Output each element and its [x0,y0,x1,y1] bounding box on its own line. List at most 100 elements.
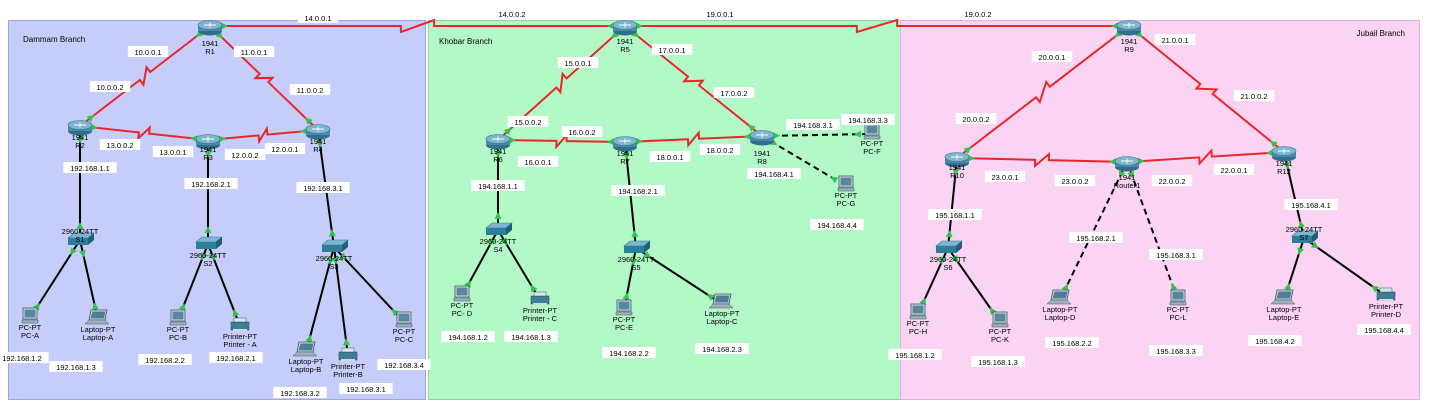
svg-text:194.168.2.3: 194.168.2.3 [702,345,742,354]
port-up-indicator [530,284,538,293]
port-up-indicator [1283,161,1290,170]
router-icon[interactable] [612,20,638,36]
svg-text:194.168.2.2: 194.168.2.2 [609,349,649,358]
router-icon[interactable] [1114,156,1140,172]
switch-icon[interactable] [67,232,95,245]
svg-text:194.168.2.1: 194.168.2.1 [618,187,658,196]
port-up-indicator [772,132,780,140]
switch-icon[interactable] [321,239,349,252]
router-icon[interactable] [749,130,775,146]
port-up-indicator [747,124,756,132]
pc-label: PC-F [863,147,881,156]
port-up-indicator [331,257,339,265]
pc-icon[interactable] [991,311,1009,328]
endpoint-ip-label: 194.168.2.3 [695,343,749,354]
laptop-icon[interactable] [292,341,318,357]
svg-text:192.168.1.1: 192.168.1.1 [70,164,110,173]
router-icon[interactable] [195,134,221,150]
switch-icon[interactable] [623,240,651,253]
router-label: 1941 [202,39,219,48]
printer-icon[interactable] [1376,287,1396,301]
router-icon[interactable] [197,20,223,36]
port-up-indicator [190,135,198,143]
serial-link [210,18,625,34]
serial-ip-label: 12.0.0.1 [264,143,306,154]
laptop-icon[interactable] [1270,289,1296,305]
pc-icon[interactable] [909,303,927,320]
gateway-ip-label: 195.168.1.1 [928,209,982,220]
svg-text:12.0.0.2: 12.0.0.2 [231,151,258,160]
gateway-ip-label: 195.168.3.1 [1149,249,1203,260]
pc-icon[interactable] [21,307,39,324]
pc-icon[interactable] [395,311,413,328]
router-label: 1941 [72,133,89,142]
switch-icon[interactable] [485,222,513,235]
port-up-indicator [218,135,226,143]
router-icon[interactable] [1116,20,1142,36]
svg-text:13.0.0.2: 13.0.0.2 [106,141,133,150]
router-icon[interactable] [305,124,331,140]
laptop-label: Laptop-PT [80,325,115,334]
serial-ip-label: 10.0.0.1 [127,46,169,57]
laptop-icon[interactable] [1046,289,1072,305]
port-up-indicator [631,230,639,238]
port-up-indicator [830,176,839,184]
router-icon[interactable] [944,152,970,168]
router-icon[interactable] [485,134,511,150]
serial-link [956,151,1128,169]
endpoint-ip-label: 195.168.4.4 [1357,324,1411,335]
gateway-ip-label: 195.168.4.1 [1284,199,1338,210]
endpoint-ip-label: 195.168.3.3 [1149,345,1203,356]
pc-label: PC-PT [907,319,930,328]
port-up-indicator [503,127,512,136]
svg-text:19.0.0.2: 19.0.0.2 [964,10,991,19]
svg-text:22.0.0.2: 22.0.0.2 [1158,177,1185,186]
svg-text:195.168.1.2: 195.168.1.2 [895,351,935,360]
pc-icon[interactable] [863,123,881,140]
svg-text:13.0.0.1: 13.0.0.1 [159,148,186,157]
laptop-label: Laptop-A [83,333,113,342]
router-icon[interactable] [67,120,93,136]
port-up-indicator [940,256,947,265]
region-label: Khobar Branch [439,37,493,46]
port-up-indicator [1310,241,1319,249]
serial-link [497,132,626,150]
printer-icon[interactable] [338,347,358,361]
switch-icon[interactable] [935,240,963,253]
gateway-ip-label: 194.168.3.1 [786,119,840,130]
port-up-indicator [208,252,216,261]
laptop-icon[interactable] [708,293,734,309]
switch-icon[interactable] [1291,230,1319,243]
svg-text:192.168.1.3: 192.168.1.3 [56,363,96,372]
router-icon[interactable] [1271,146,1297,162]
serial-link [624,25,763,137]
port-up-indicator [76,222,84,229]
crossover-link [761,133,873,137]
printer-label: Printer-B [333,370,363,379]
serial-ip-label: 21.0.0.1 [1154,34,1196,45]
endpoint-ip-label: 195.168.4.2 [1248,335,1302,346]
svg-text:192.168.3.2: 192.168.3.2 [280,389,320,398]
router-label: R6 [493,155,503,164]
router-icon[interactable] [612,136,638,152]
svg-text:17.0.0.1: 17.0.0.1 [658,46,685,55]
laptop-icon[interactable] [84,309,110,325]
gateway-ip-label: 192.168.1.1 [63,162,117,173]
pc-icon[interactable] [615,299,633,316]
port-up-indicator [316,140,323,148]
pc-icon[interactable] [169,309,187,326]
printer-icon[interactable] [530,291,550,305]
printer-icon[interactable] [230,317,250,331]
pc-icon[interactable] [453,285,471,302]
serial-ip-label: 13.0.0.2 [99,139,141,150]
svg-text:195.168.3.3: 195.168.3.3 [1156,347,1196,356]
switch-label: S3 [329,262,338,271]
serial-ip-label: 19.0.0.1 [699,8,741,19]
switch-icon[interactable] [195,236,223,249]
pc-label: PC-E [615,323,633,332]
port-up-indicator [79,249,86,258]
svg-text:194.168.4.1: 194.168.4.1 [754,170,794,179]
port-up-indicator [643,251,652,258]
pc-icon[interactable] [837,175,855,192]
pc-icon[interactable] [1169,289,1187,306]
